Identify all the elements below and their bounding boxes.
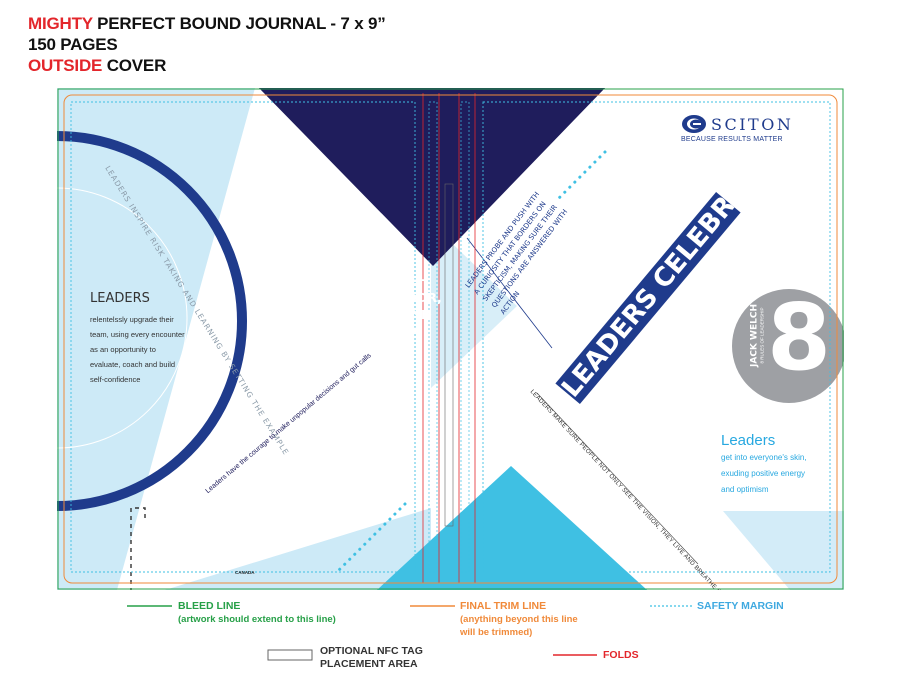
nfc-swatch: [267, 649, 313, 661]
nfc-legend: OPTIONAL NFC TAG PLACEMENT AREA: [320, 645, 423, 671]
header-product: PERFECT BOUND JOURNAL - 7 x 9”: [92, 14, 386, 33]
dashed-guide: [130, 507, 146, 590]
nfc-line-1: OPTIONAL NFC TAG: [320, 645, 423, 657]
back-leaders-block: LEADERS relentelssly upgrade their team,…: [90, 291, 185, 387]
header-mighty: MIGHTY: [28, 14, 93, 33]
back-leaders-line-1: relentelssly upgrade their: [90, 315, 174, 324]
cyan-triangle: [377, 466, 647, 590]
bleed-line-note: (artwork should extend to this line): [178, 614, 336, 625]
dotted-line-top: [555, 150, 607, 202]
trim-line-note-2: will be trimmed): [460, 627, 533, 638]
back-leaders-line-4: evaluate, coach and build: [90, 360, 176, 369]
folds-legend: FOLDS: [603, 649, 639, 661]
nfc-line-2: PLACEMENT AREA: [320, 658, 418, 670]
sciton-wordmark: SCITON: [711, 114, 794, 134]
front-leaders-line-2: exuding positive energy: [721, 469, 806, 478]
blue-arc: [57, 131, 247, 511]
jack-welch-circle: [732, 289, 844, 403]
sciton-logo-icon: [682, 115, 706, 133]
front-leaders-block: Leaders get into everyone's skin, exudin…: [721, 432, 807, 498]
dotted-line-bottom: [337, 502, 407, 572]
sciton-logo: SCITON BECAUSE RESULTS MATTER: [681, 114, 801, 144]
trim-line-legend: FINAL TRIM LINE (anything beyond this li…: [460, 600, 578, 639]
credit-word: CREDIT: [285, 321, 424, 367]
bleed-line-title: BLEED LINE: [178, 600, 241, 612]
header-line-1: MIGHTY PERFECT BOUND JOURNAL - 7 x 9”: [28, 14, 386, 34]
light-blue-triangle: [431, 223, 517, 388]
establish-line-2: TRUST WITH CANDOR,: [285, 290, 442, 305]
cover-background: [57, 88, 844, 590]
back-leaders-line-3: as an opportunity to: [90, 345, 156, 354]
trim-line-title: FINAL TRIM LINE: [460, 600, 547, 612]
back-leaders-title: LEADERS: [90, 291, 150, 306]
bleed-line-legend: BLEED LINE (artwork should extend to thi…: [178, 600, 336, 626]
establish-trust-block: LEADERS ESTABLISH TRUST WITH CANDOR, TRA…: [285, 272, 454, 365]
navy-triangle: [259, 88, 605, 266]
establish-line-3: TRANSPARENCY AND: [285, 307, 432, 322]
cover-artwork: LEADERS INSPIRE RISK TAKING AND LEARNING…: [57, 88, 844, 590]
trim-line-note-1: (anything beyond this line: [460, 614, 578, 625]
front-leaders-line-1: get into everyone's skin,: [721, 453, 807, 462]
header-line-3: OUTSIDE COVER: [28, 56, 166, 76]
white-diagonal-wedge: [117, 88, 431, 590]
big-number-8: 8: [767, 284, 832, 391]
sciton-tagline: BECAUSE RESULTS MATTER: [681, 136, 783, 143]
establish-line-1: LEADERS ESTABLISH: [285, 273, 430, 288]
light-blue-corner: [723, 511, 844, 590]
thin-white-arc: [57, 187, 188, 449]
back-leaders-line-2: team, using every encounter: [90, 330, 185, 339]
header-line-2: 150 PAGES: [28, 35, 118, 54]
header-cover: COVER: [102, 56, 167, 75]
vision-line: [536, 392, 699, 565]
front-leaders-title: Leaders: [721, 432, 776, 449]
header-outside: OUTSIDE: [28, 56, 103, 75]
diagonal-line: [466, 237, 553, 349]
canada-label: CANADA: [235, 570, 255, 575]
nfc-placement-area: [444, 183, 454, 527]
safety-margin-legend: SAFETY MARGIN: [697, 600, 784, 612]
back-leaders-line-5: self-confidence: [90, 375, 141, 384]
front-leaders-line-3: and optimism: [721, 485, 769, 494]
